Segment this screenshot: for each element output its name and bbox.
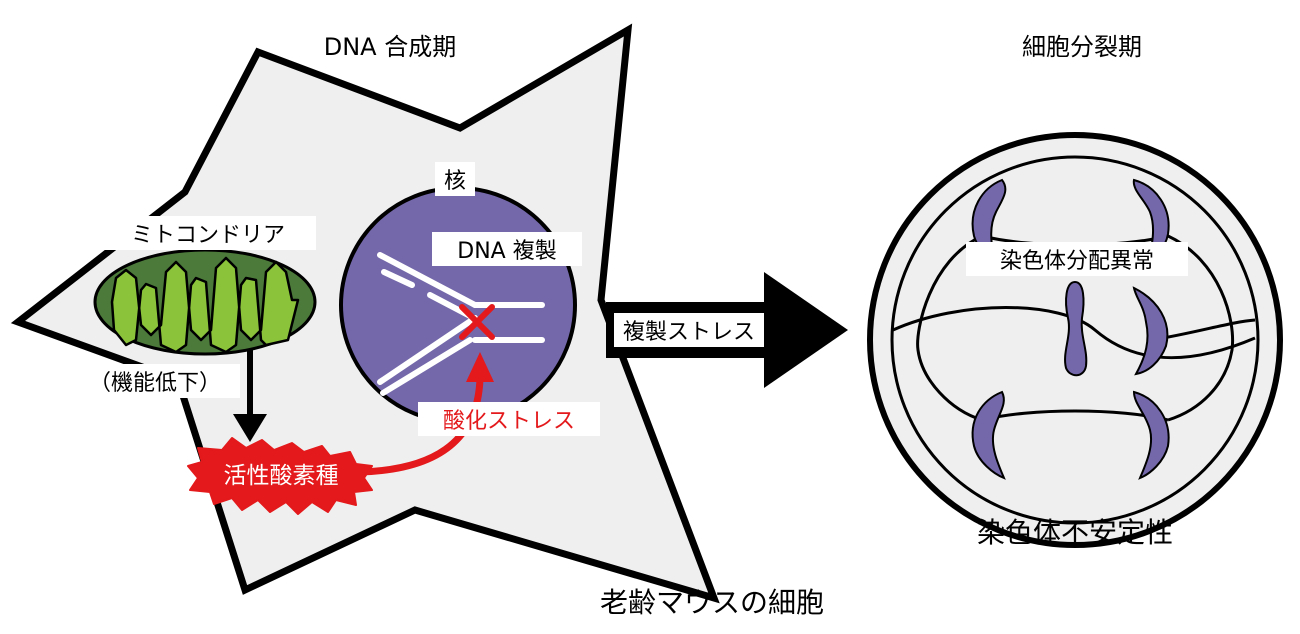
function-decline-label-bg [70,364,240,398]
oxidative-stress-label-bg [418,402,600,436]
dividing-cell: 染色体分配異常 [867,132,1283,548]
replication-stress-label-bg [614,313,764,347]
mitochondrion-cristae [110,256,300,354]
chromosome-bottom-left [971,390,1006,480]
dna-replication-label-bg [432,232,582,266]
oxidative-stress-label: 酸化ストレス [443,409,575,434]
chromosomes [971,178,1170,480]
replication-stress-label: 複製ストレス [623,320,755,345]
nucleus-label: 核 [444,169,466,194]
m-phase-title: 細胞分裂期 [1022,33,1142,61]
chromosome-instability-label: 染色体不安定性 [977,516,1173,549]
nucleus-label-bg [435,162,475,196]
ros-label: 活性酸素種 [224,463,339,489]
mitochondria-label-bg [100,216,316,250]
ros-burst-icon [187,437,373,515]
dividing-cell-inner-membrane [890,155,1260,525]
nucleus [339,186,577,424]
chromosome-bottom-right [1132,390,1170,480]
mito-to-ros-arrow [233,350,267,442]
dna-damage-cross-icon [459,304,495,340]
s-phase-title: DNA 合成期 [324,33,456,61]
ros-to-dna-arrow [359,352,494,476]
replication-stress-arrow: 複製ストレス [606,272,848,388]
missegregation-label-bg [966,242,1188,276]
missegregation-label: 染色体分配異常 [1000,249,1154,274]
dna-replication-label: DNA 複製 [457,239,556,264]
diagram-caption: 老齢マウスの細胞 [600,586,824,619]
function-decline-label: （機能低下） [89,371,221,396]
mitochondria-label: ミトコンドリア [131,223,285,248]
mitochondrion [93,248,317,356]
chromosome-mid-right [1132,286,1169,376]
chromosome-middle [1064,280,1088,377]
